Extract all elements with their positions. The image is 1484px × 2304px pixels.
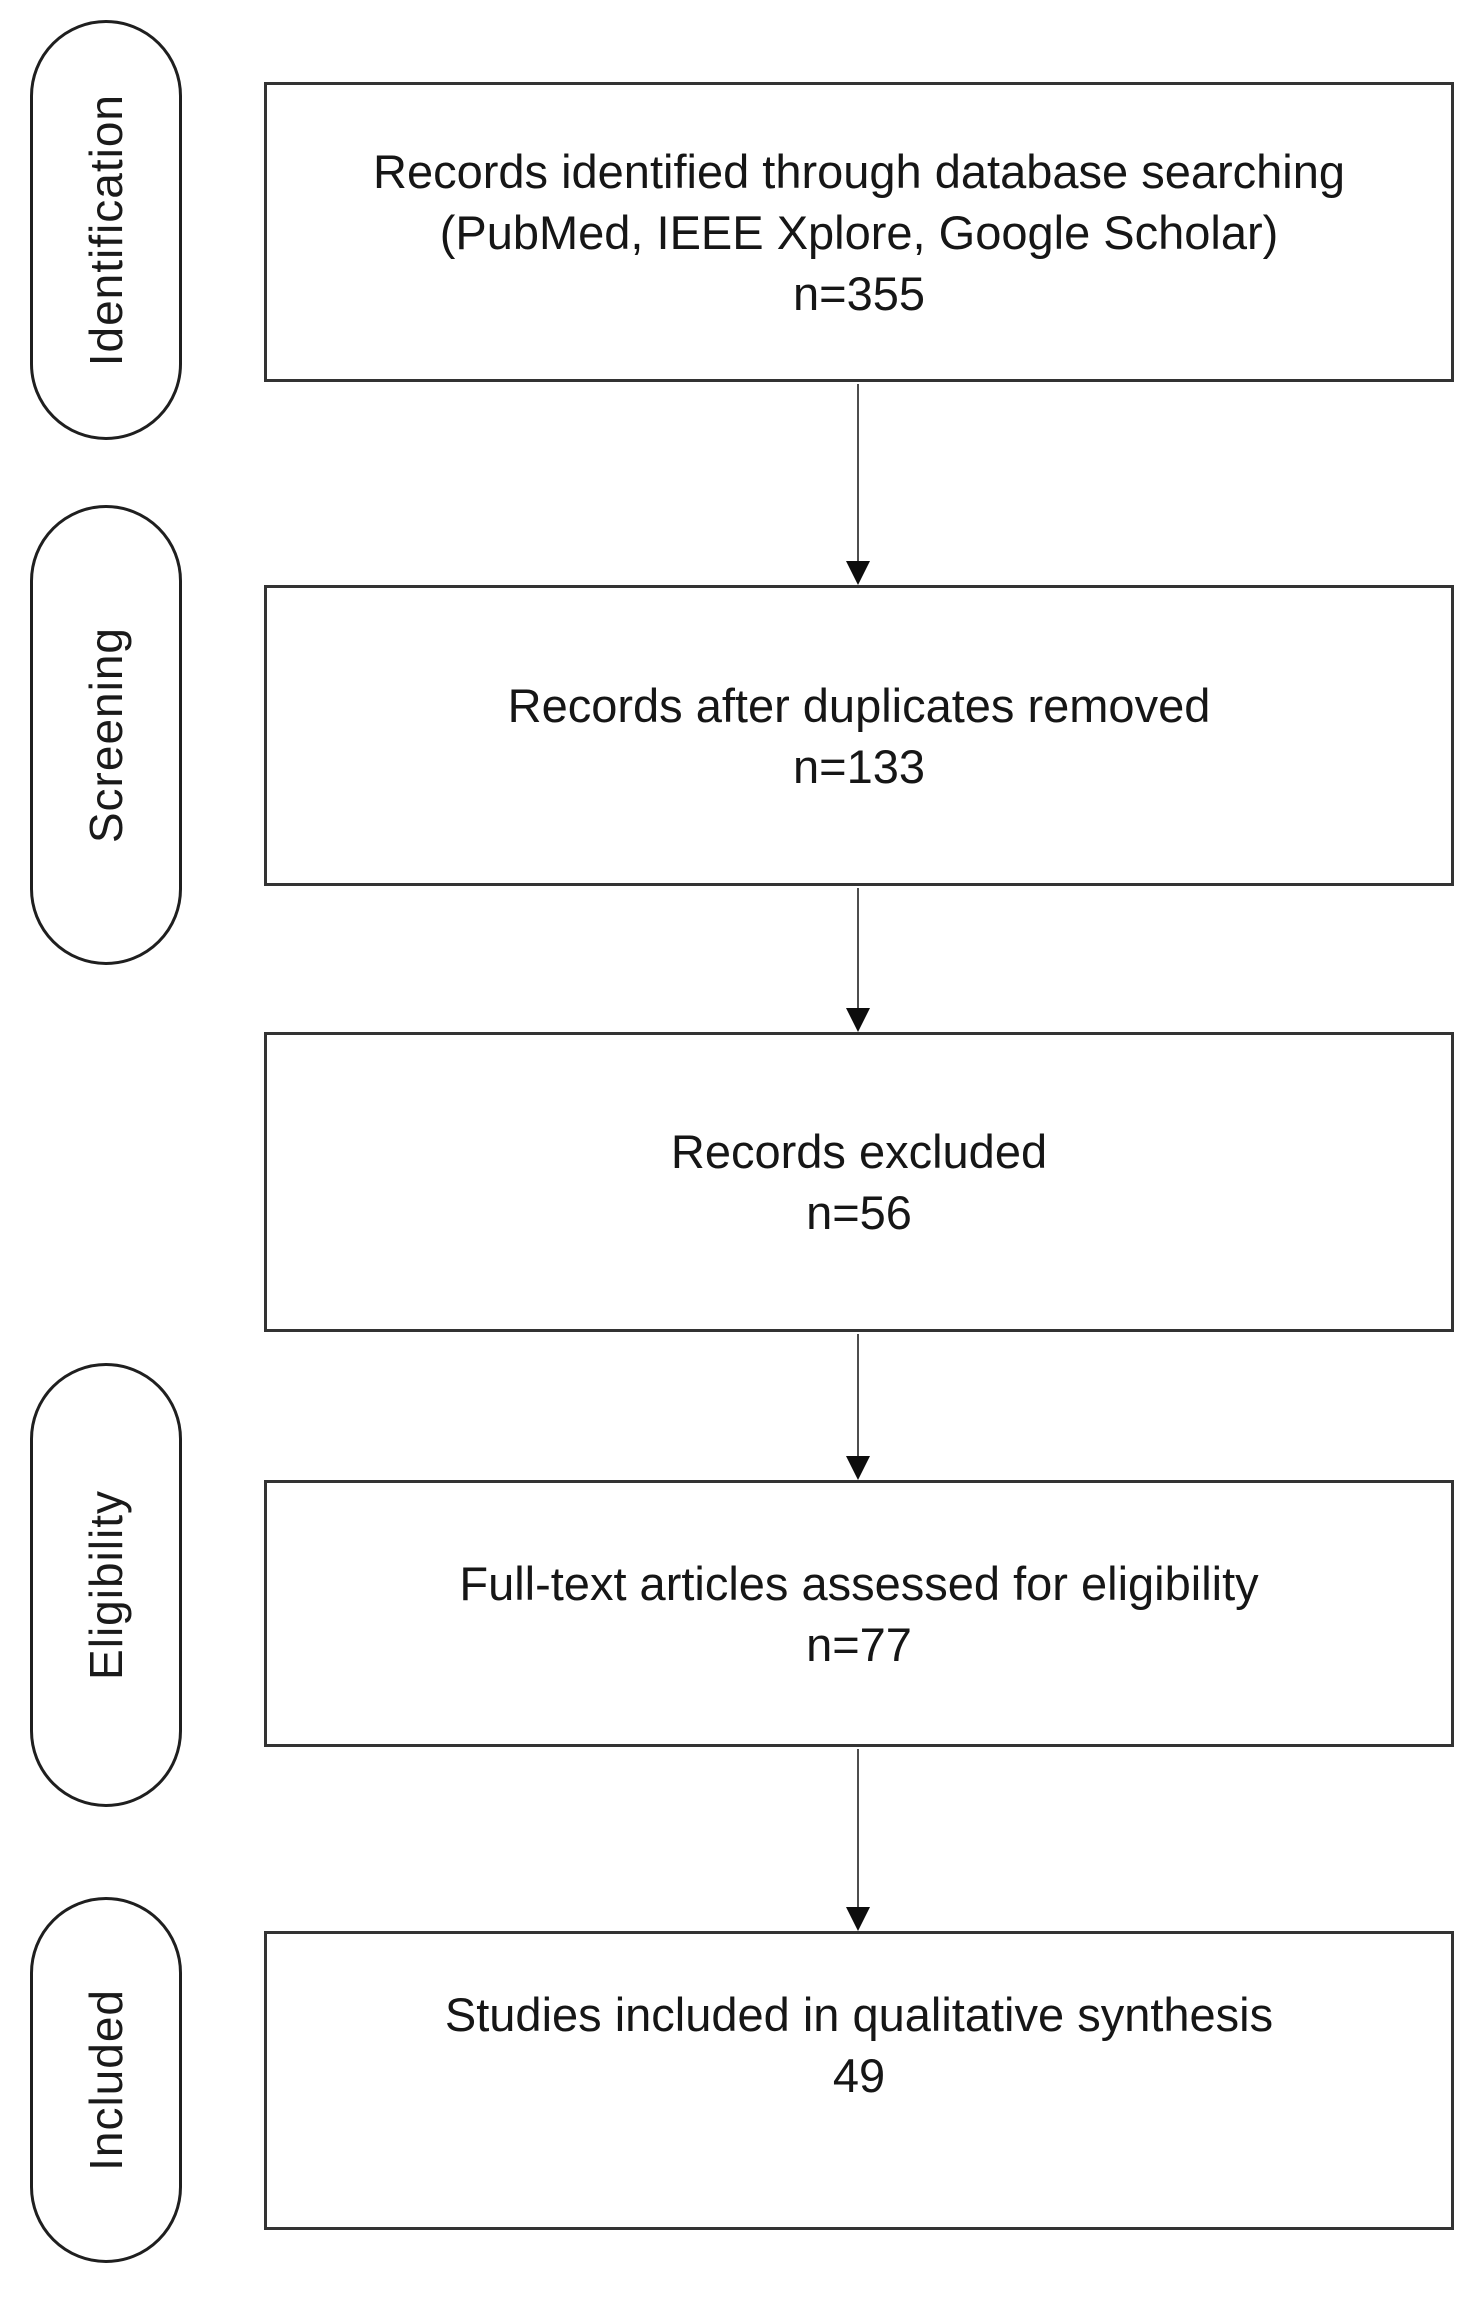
box-duplicates-removed-line-1: Records after duplicates removed bbox=[507, 678, 1211, 732]
stage-eligibility: Eligibility bbox=[30, 1363, 182, 1807]
stage-eligibility-label: Eligibility bbox=[80, 1490, 132, 1680]
arrow-line bbox=[857, 384, 859, 565]
stage-screening-label: Screening bbox=[80, 626, 132, 844]
arrow-identified-to-duplicates bbox=[846, 384, 870, 585]
box-studies-included: Studies included in qualitative synthesi… bbox=[264, 1931, 1454, 2230]
box-records-identified-line-1: Records identified through database sear… bbox=[373, 144, 1345, 198]
box-duplicates-removed: Records after duplicates removed n=133 bbox=[264, 585, 1454, 886]
arrow-down-icon bbox=[846, 561, 870, 585]
arrow-down-icon bbox=[846, 1456, 870, 1480]
arrow-fulltext-to-included bbox=[846, 1749, 870, 1931]
stage-included-label: Included bbox=[80, 1989, 132, 2171]
arrow-line bbox=[857, 888, 859, 1012]
box-records-excluded-line-1: Records excluded bbox=[670, 1125, 1048, 1178]
box-records-identified-count: n=355 bbox=[792, 266, 925, 320]
arrow-duplicates-to-excluded bbox=[846, 888, 870, 1032]
arrow-down-icon bbox=[846, 1008, 870, 1032]
box-duplicates-removed-count: n=133 bbox=[792, 739, 925, 793]
stage-screening: Screening bbox=[30, 505, 182, 965]
box-records-excluded-count: n=56 bbox=[806, 1186, 912, 1239]
arrow-line bbox=[857, 1334, 859, 1460]
box-fulltext-assessed: Full-text articles assessed for eligibil… bbox=[264, 1480, 1454, 1747]
box-studies-included-count: 49 bbox=[832, 2048, 886, 2102]
box-records-identified-line-2: (PubMed, IEEE Xplore, Google Scholar) bbox=[439, 205, 1279, 259]
arrow-down-icon bbox=[846, 1907, 870, 1931]
arrow-line bbox=[857, 1749, 859, 1911]
box-fulltext-assessed-line-1: Full-text articles assessed for eligibil… bbox=[459, 1556, 1259, 1610]
stage-included: Included bbox=[30, 1897, 182, 2263]
box-records-identified: Records identified through database sear… bbox=[264, 82, 1454, 382]
stage-identification: Identification bbox=[30, 20, 182, 440]
box-records-excluded: Records excluded n=56 bbox=[264, 1032, 1454, 1332]
box-fulltext-assessed-count: n=77 bbox=[806, 1617, 912, 1671]
stage-identification-label: Identification bbox=[80, 93, 132, 367]
arrow-excluded-to-fulltext bbox=[846, 1334, 870, 1480]
box-studies-included-line-1: Studies included in qualitative synthesi… bbox=[444, 1987, 1274, 2041]
